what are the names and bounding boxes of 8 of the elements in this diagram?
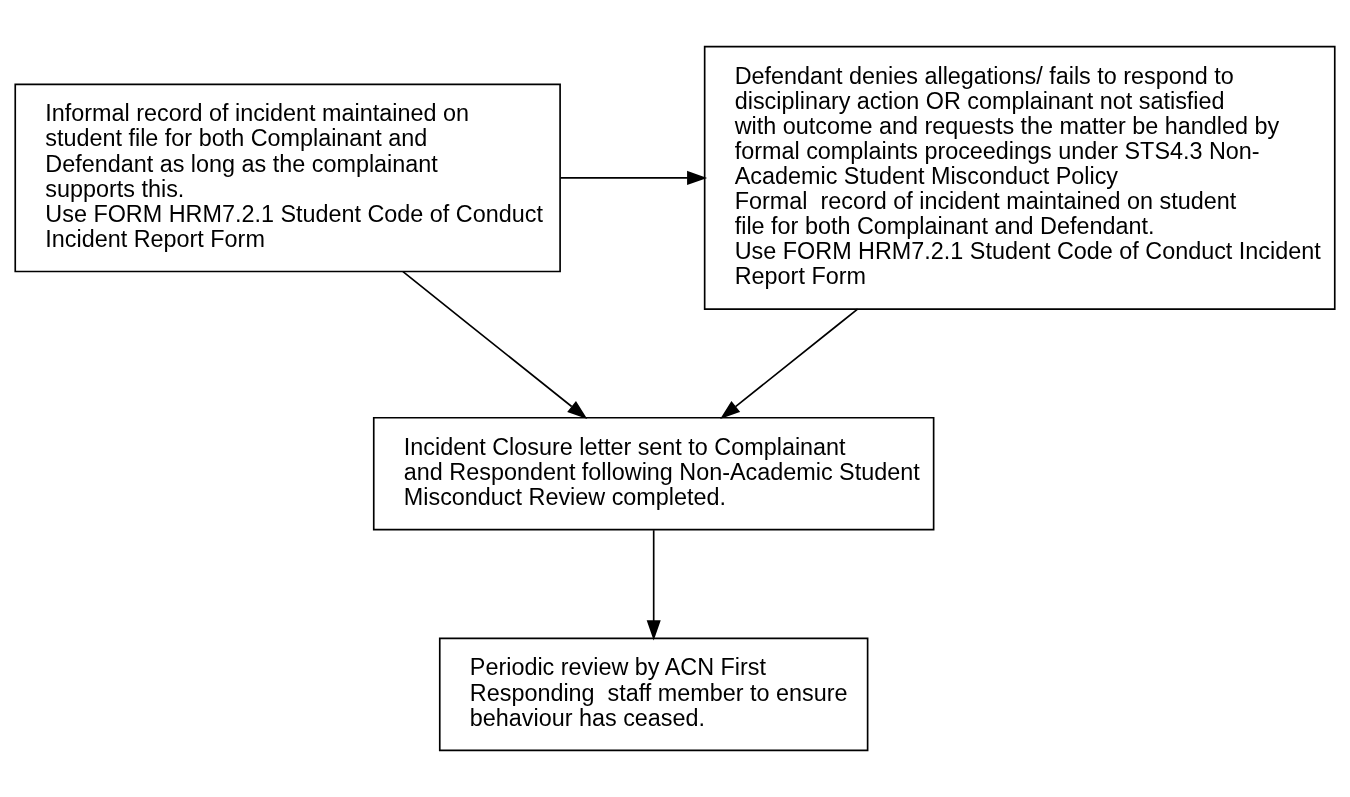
arrow	[646, 529, 661, 641]
arrow	[720, 308, 859, 419]
node-box: Incident Closure letter sent to Complainant and Respondent following Non-Academic Student Misconduct Review completed.	[372, 416, 935, 531]
arrow	[559, 170, 708, 185]
node-box: Defendant denies allegations/ fails to respond to disciplinary action OR complainant not satisfied with outcome and requests the matter be handled by formal complaints proceedings under STS4.3 Non-Academic Student Misconduct Policy Formal record of incident maintained on student file for both Complainant and Defendant. Use FORM HRM7.2.1 Student Code of Conduct Incident Report Form	[703, 45, 1336, 310]
node-box: Periodic review by ACN First Responding staff member to ensure behaviour has ceased.	[438, 637, 869, 752]
node-box: Informal record of incident maintained on student file for both Complainant and Defendant as long as the complainant supports this. Use FORM HRM7.2.1 Student Code of Conduct Incident Report Form	[14, 83, 561, 273]
arrow	[402, 270, 588, 419]
